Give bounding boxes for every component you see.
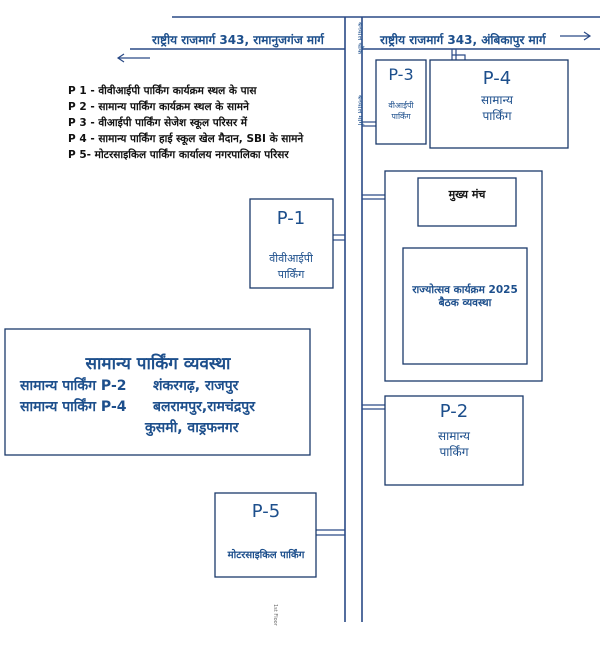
general-parking-border [4,328,311,456]
general-parking-row3-places: कुसमी, वाड्रफनगर [144,419,240,437]
parking-p1-box [249,198,334,289]
main-stage-label: मुख्य मंच [448,188,487,202]
event-venue[interactable]: मुख्य मंच राज्योत्सव कार्यक्रम 2025 बैठक… [384,170,543,382]
legend-item-p4: P 4 - सामान्य पार्किंग हाई स्कूल खेल मैद… [68,132,304,146]
legend-item-p1: P 1 - वीवीआईपी पार्किंग कार्यक्रम स्थल क… [68,84,257,97]
parking-p3-box [375,59,427,145]
parking-p1-label-2: पार्किंग [278,268,305,281]
parking-p3-label-1: वीआईपी [388,100,414,110]
vertical-road-label: बनवाल मार्ग [356,95,365,127]
parking-p5-code: P-5 [252,501,280,522]
parking-p4-code: P-4 [483,68,511,89]
seating-label-2: बैठक व्यवस्था [438,296,493,309]
floor-note: 1st Floor [272,604,278,627]
roads [116,16,600,622]
parking-p1-code: P-1 [277,208,305,229]
general-parking-row2-label: सामान्य पार्किंग P-4 [19,398,127,415]
parking-legend: P 1 - वीवीआईपी पार्किंग कार्यक्रम स्थल क… [68,84,304,161]
parking-p2-box [384,395,524,486]
parking-p1[interactable]: P-1 वीवीआईपी पार्किंग [249,198,334,289]
general-parking-box: सामान्य पार्किंग व्यवस्था सामान्य पार्कि… [4,328,311,456]
general-parking-row2-places: बलरामपुर,रामचंद्रपुर [152,399,256,416]
general-parking-row1-label: सामान्य पार्किंग P-2 [19,377,127,394]
parking-p4-label-2: पार्किंग [482,109,511,123]
general-parking-title: सामान्य पार्किंग व्यवस्था [85,353,232,374]
parking-p5-box [214,492,317,578]
road-label-ambikapur: राष्ट्रीय राजमार्ग 343, अंबिकापुर मार्ग [379,33,547,48]
general-parking-row1-places: शंकरगढ़, राजपुर [153,378,240,395]
seating-label-1: राज्योत्सव कार्यक्रम 2025 [411,283,518,296]
seating-box [402,247,528,365]
parking-p4[interactable]: P-4 सामान्य पार्किंग [429,59,569,149]
parking-p4-box [429,59,569,149]
legend-item-p2: P 2 - सामान्य पार्किंग कार्यक्रम स्थल के… [68,100,250,113]
parking-p5[interactable]: P-5 मोटरसाइकिल पार्किंग [214,492,317,578]
parking-p5-label: मोटरसाइकिल पार्किंग [227,548,305,561]
legend-item-p3: P 3 - वीआईपी पार्किंग सेजेश स्कूल परिसर … [68,116,248,130]
parking-p2-code: P-2 [440,401,468,422]
parking-p3-label-2: पार्किंग [391,111,411,121]
parking-p4-label-1: सामान्य [481,93,514,107]
parking-p2-label-1: सामान्य [438,429,471,443]
parking-p2-label-2: पार्किंग [439,445,468,459]
parking-p3-code: P-3 [388,65,413,84]
road-label-ramanujganj: राष्ट्रीय राजमार्ग 343, रामानुजगंज मार्ग [151,33,325,48]
main-stage-box [417,177,517,227]
parking-p1-label-1: वीवीआईपी [269,252,313,265]
parking-p3[interactable]: P-3 वीआईपी पार्किंग [375,59,427,145]
junction-label: बनवाल चौक [356,22,365,55]
parking-p2[interactable]: P-2 सामान्य पार्किंग [384,395,524,486]
legend-item-p5: P 5- मोटरसाइकिल पार्किंग कार्यालय नगरपाल… [68,148,289,161]
